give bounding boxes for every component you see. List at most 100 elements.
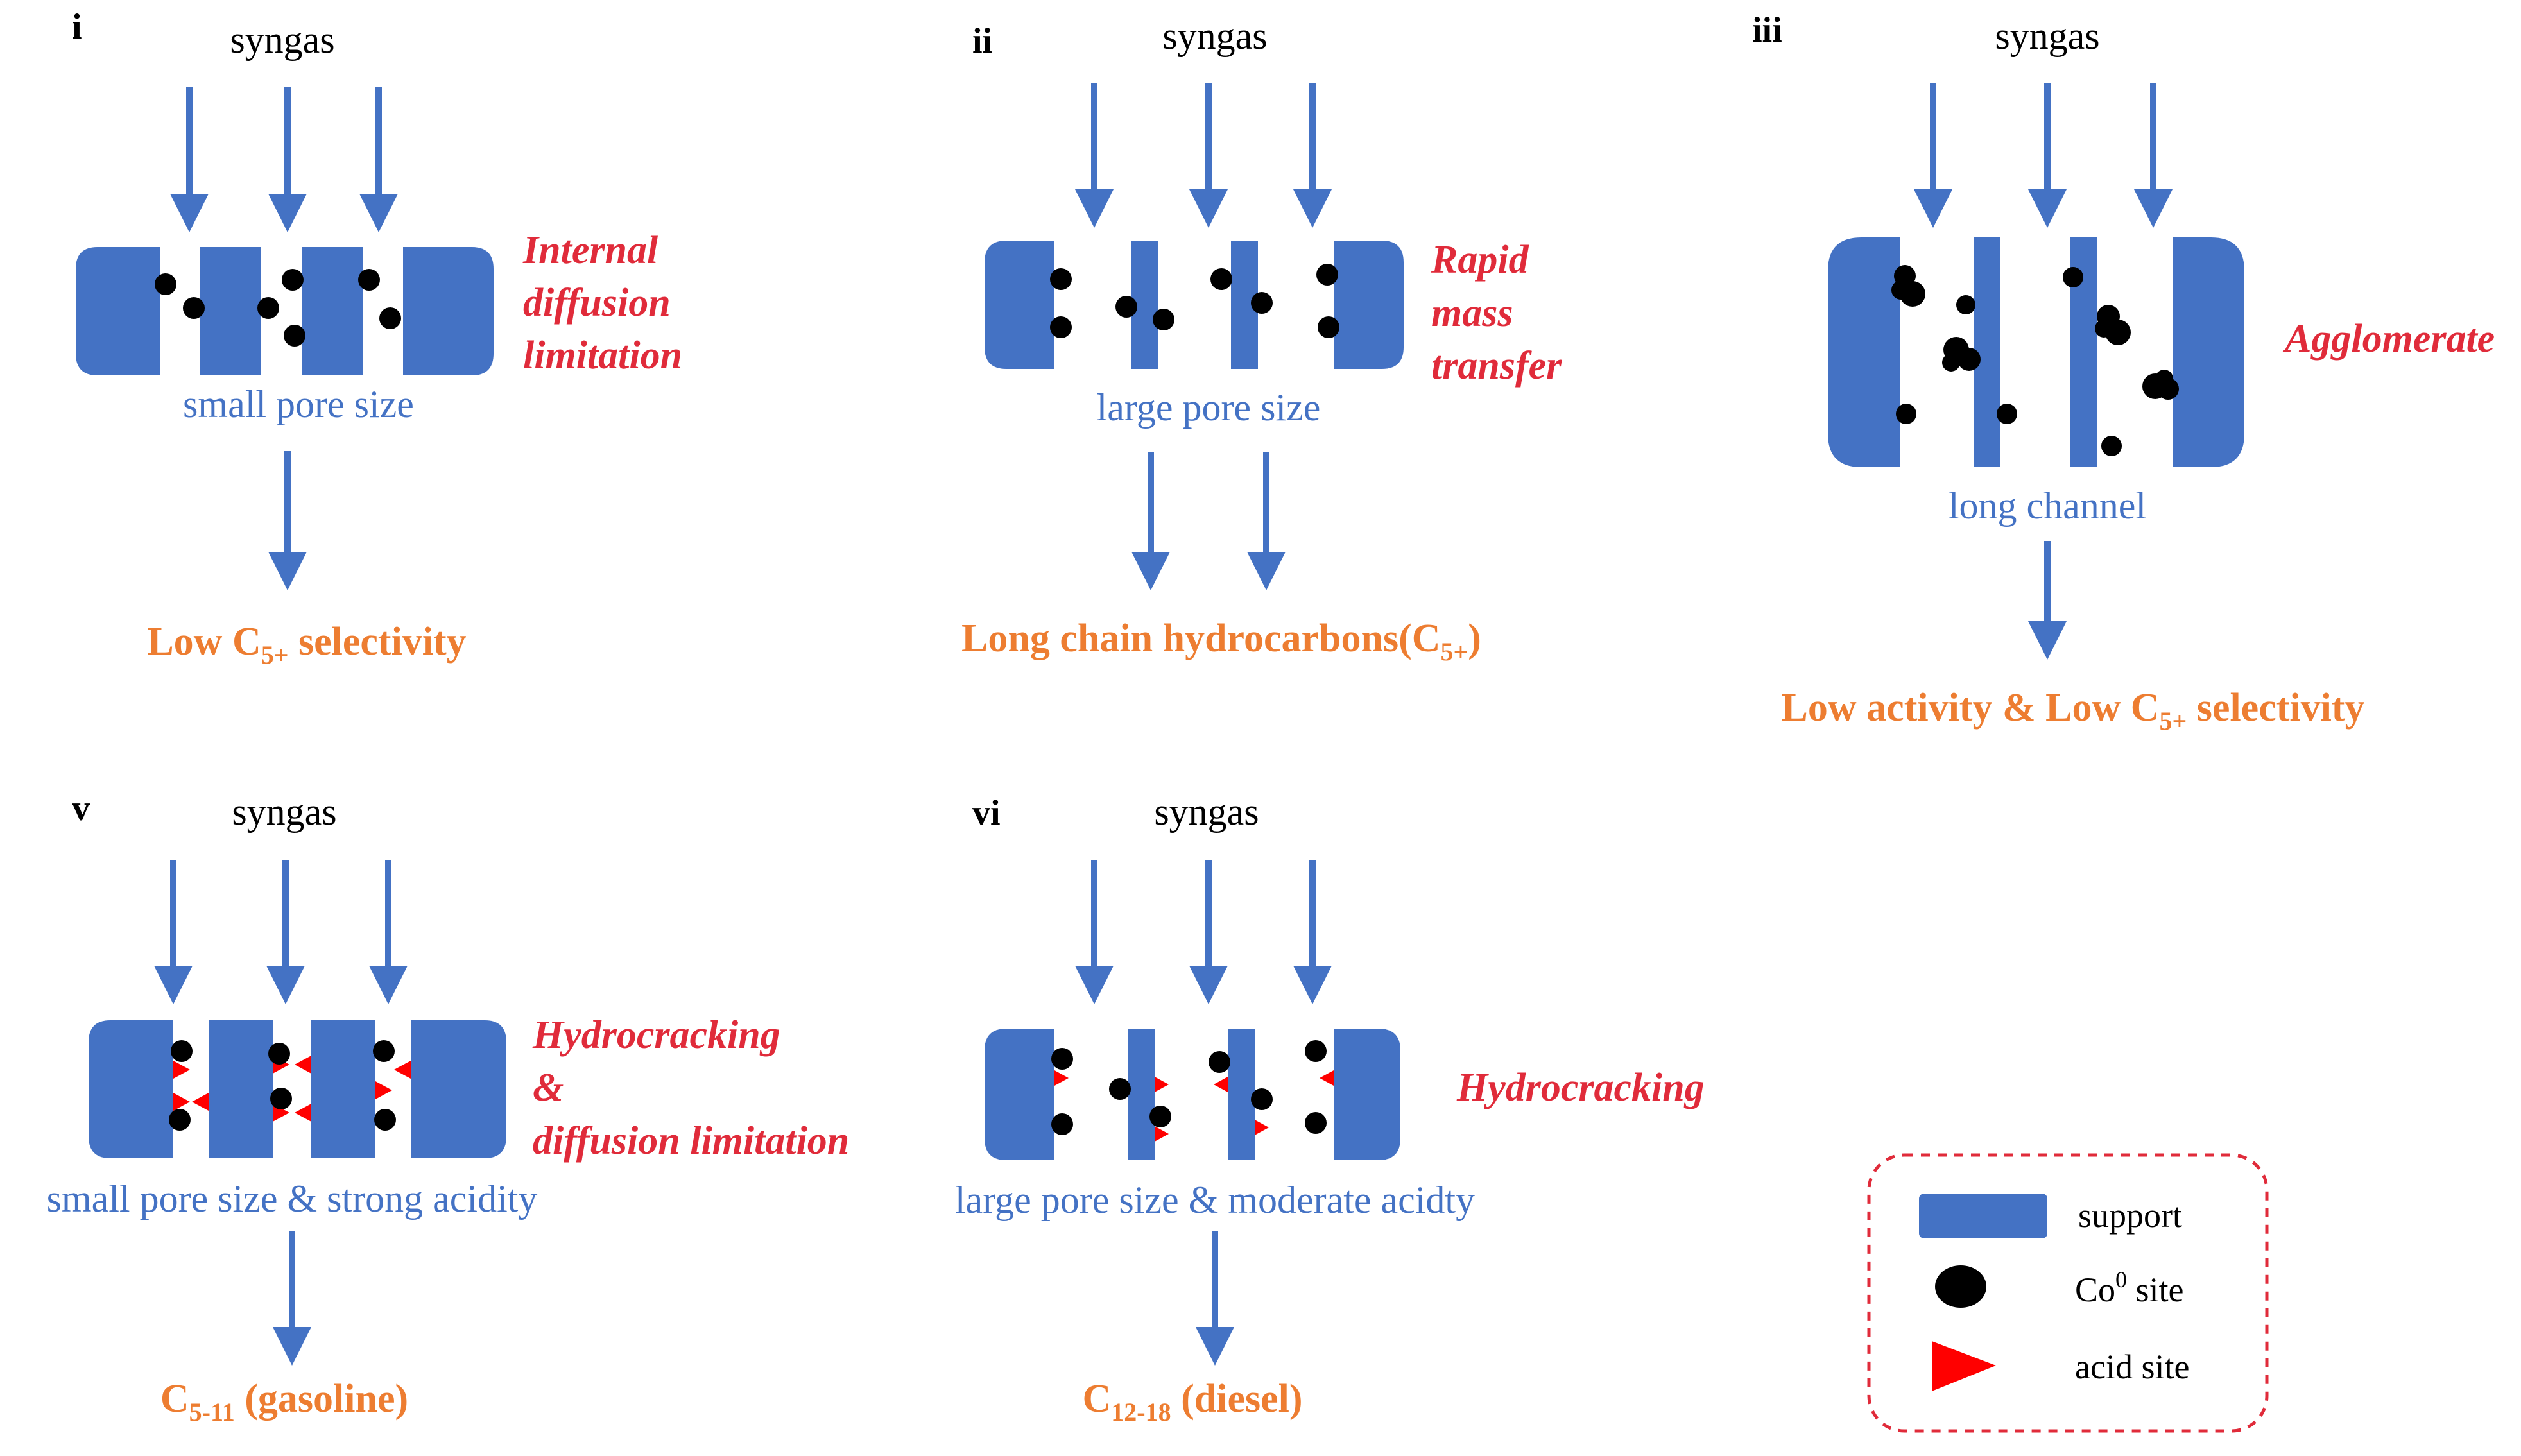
support-bar-vi-2 bbox=[1228, 1029, 1255, 1160]
catalyst-support-vi bbox=[985, 1029, 1400, 1160]
feed-arrows-v bbox=[154, 860, 408, 1004]
co-sites-ii bbox=[1050, 264, 1339, 338]
product-label-iii: Low activity & Low C5+ selectivity bbox=[1782, 686, 2365, 735]
product-subscript-iii: 5+ bbox=[2160, 707, 2187, 735]
acid-site bbox=[1255, 1120, 1269, 1135]
support-wall-i-left bbox=[76, 247, 160, 375]
panel-i: i syngas small pore size Internal diffus… bbox=[72, 7, 682, 669]
co-site bbox=[2101, 436, 2122, 456]
product-tail-v: (gasoline) bbox=[235, 1377, 408, 1421]
co-site bbox=[1891, 280, 1911, 300]
co-sites-iii bbox=[1891, 265, 2179, 456]
acid-site bbox=[1054, 1070, 1069, 1086]
product-subscript-vi: 12-18 bbox=[1111, 1398, 1171, 1426]
feed-arrows-ii bbox=[1075, 83, 1332, 228]
feed-label-iii: syngas bbox=[1995, 15, 2099, 57]
effect-line-v-1: Hydrocracking bbox=[532, 1013, 780, 1057]
product-text-vi: C bbox=[1083, 1377, 1112, 1421]
support-bar-vi-1 bbox=[1128, 1029, 1155, 1160]
co-site bbox=[282, 269, 304, 291]
effect-line-vi-1: Hydrocracking bbox=[1456, 1066, 1705, 1109]
acid-site bbox=[173, 1093, 190, 1111]
effect-label-v: Hydrocracking & diffusion limitation bbox=[532, 1013, 849, 1163]
co-site bbox=[374, 1109, 396, 1131]
effect-line-ii-3: transfer bbox=[1431, 344, 1562, 388]
co-site bbox=[257, 297, 279, 319]
product-tail-vi: (diesel) bbox=[1171, 1377, 1303, 1421]
feed-label-ii: syngas bbox=[1162, 15, 1267, 57]
support-bar-v-1 bbox=[209, 1020, 273, 1158]
product-text-iii: Low activity & Low C bbox=[1782, 686, 2160, 730]
co-site bbox=[1051, 1113, 1073, 1135]
co-site bbox=[1251, 1088, 1273, 1110]
panel-ii: ii syngas large pore size Rapid mass bbox=[961, 15, 1562, 666]
support-wall-v-right bbox=[411, 1020, 506, 1158]
co-site bbox=[1942, 354, 1960, 372]
co-site bbox=[270, 1088, 292, 1109]
effect-line-v-3: diffusion limitation bbox=[533, 1119, 849, 1163]
acid-sites-v bbox=[173, 1056, 411, 1122]
co-site bbox=[183, 297, 205, 319]
co-site bbox=[268, 1043, 290, 1065]
product-tail-i: selectivity bbox=[289, 620, 467, 664]
legend-support-label: support bbox=[2078, 1196, 2182, 1235]
panel-number-vi: vi bbox=[972, 793, 1001, 833]
legend-co-text: Co bbox=[2075, 1271, 2115, 1309]
co-site bbox=[1316, 264, 1338, 286]
co-site bbox=[1251, 292, 1273, 314]
effect-line-i-2: diffusion bbox=[523, 281, 671, 325]
product-text-v: C bbox=[160, 1377, 189, 1421]
acid-site bbox=[173, 1061, 190, 1079]
feed-arrows-vi bbox=[1075, 860, 1332, 1004]
co-site bbox=[155, 273, 176, 295]
feed-label-v: syngas bbox=[232, 791, 336, 833]
co-site bbox=[373, 1040, 395, 1062]
support-wall-iii-left bbox=[1828, 237, 1900, 467]
co-sites-i bbox=[155, 269, 401, 347]
panel-number-i: i bbox=[72, 7, 82, 47]
pore-description-iii: long channel bbox=[1949, 484, 2146, 527]
co-site bbox=[2095, 320, 2113, 338]
co-site bbox=[1318, 316, 1339, 338]
support-wall-iii-right bbox=[2173, 237, 2244, 467]
co-site bbox=[1050, 316, 1072, 338]
co-site bbox=[1153, 309, 1174, 330]
pore-description-vi: large pore size & moderate acidty bbox=[955, 1179, 1475, 1221]
product-tail-iii: selectivity bbox=[2187, 686, 2364, 730]
co-site bbox=[2063, 267, 2083, 287]
co-site bbox=[169, 1109, 191, 1131]
product-label-v: C5-11 (gasoline) bbox=[160, 1377, 408, 1426]
co-site bbox=[1957, 348, 1981, 371]
effect-line-v-2: & bbox=[533, 1066, 564, 1109]
support-wall-vi-right bbox=[1334, 1029, 1400, 1160]
panel-vi: vi syngas bbox=[955, 791, 1705, 1426]
legend-co-superscript: 0 bbox=[2115, 1267, 2127, 1292]
feed-label-i: syngas bbox=[230, 19, 334, 61]
co-site bbox=[284, 325, 305, 347]
co-site bbox=[1115, 296, 1137, 318]
acid-site bbox=[1155, 1077, 1169, 1092]
legend-support-swatch bbox=[1919, 1194, 2047, 1238]
co-site bbox=[2155, 370, 2173, 388]
feed-arrows-i bbox=[170, 87, 398, 232]
panel-number-v: v bbox=[72, 789, 90, 828]
support-bar-i-2 bbox=[302, 247, 363, 375]
product-text-ii: Long chain hydrocarbons(C bbox=[961, 617, 1440, 660]
co-site bbox=[1210, 268, 1232, 290]
acid-site bbox=[375, 1081, 392, 1099]
support-bar-v-2 bbox=[311, 1020, 375, 1158]
product-label-vi: C12-18 (diesel) bbox=[1083, 1377, 1303, 1426]
co-site bbox=[1305, 1112, 1327, 1134]
feed-label-vi: syngas bbox=[1154, 791, 1259, 833]
effect-line-i-3: limitation bbox=[523, 334, 682, 377]
co-site bbox=[1149, 1106, 1171, 1127]
catalyst-support-ii bbox=[985, 241, 1404, 369]
support-bar-i-1 bbox=[200, 247, 261, 375]
effect-line-ii-2: mass bbox=[1431, 291, 1513, 335]
product-label-ii: Long chain hydrocarbons(C5+) bbox=[961, 617, 1481, 666]
acid-site bbox=[1214, 1077, 1228, 1092]
product-subscript-v: 5-11 bbox=[189, 1398, 235, 1426]
effect-label-i: Internal diffusion limitation bbox=[522, 228, 682, 377]
